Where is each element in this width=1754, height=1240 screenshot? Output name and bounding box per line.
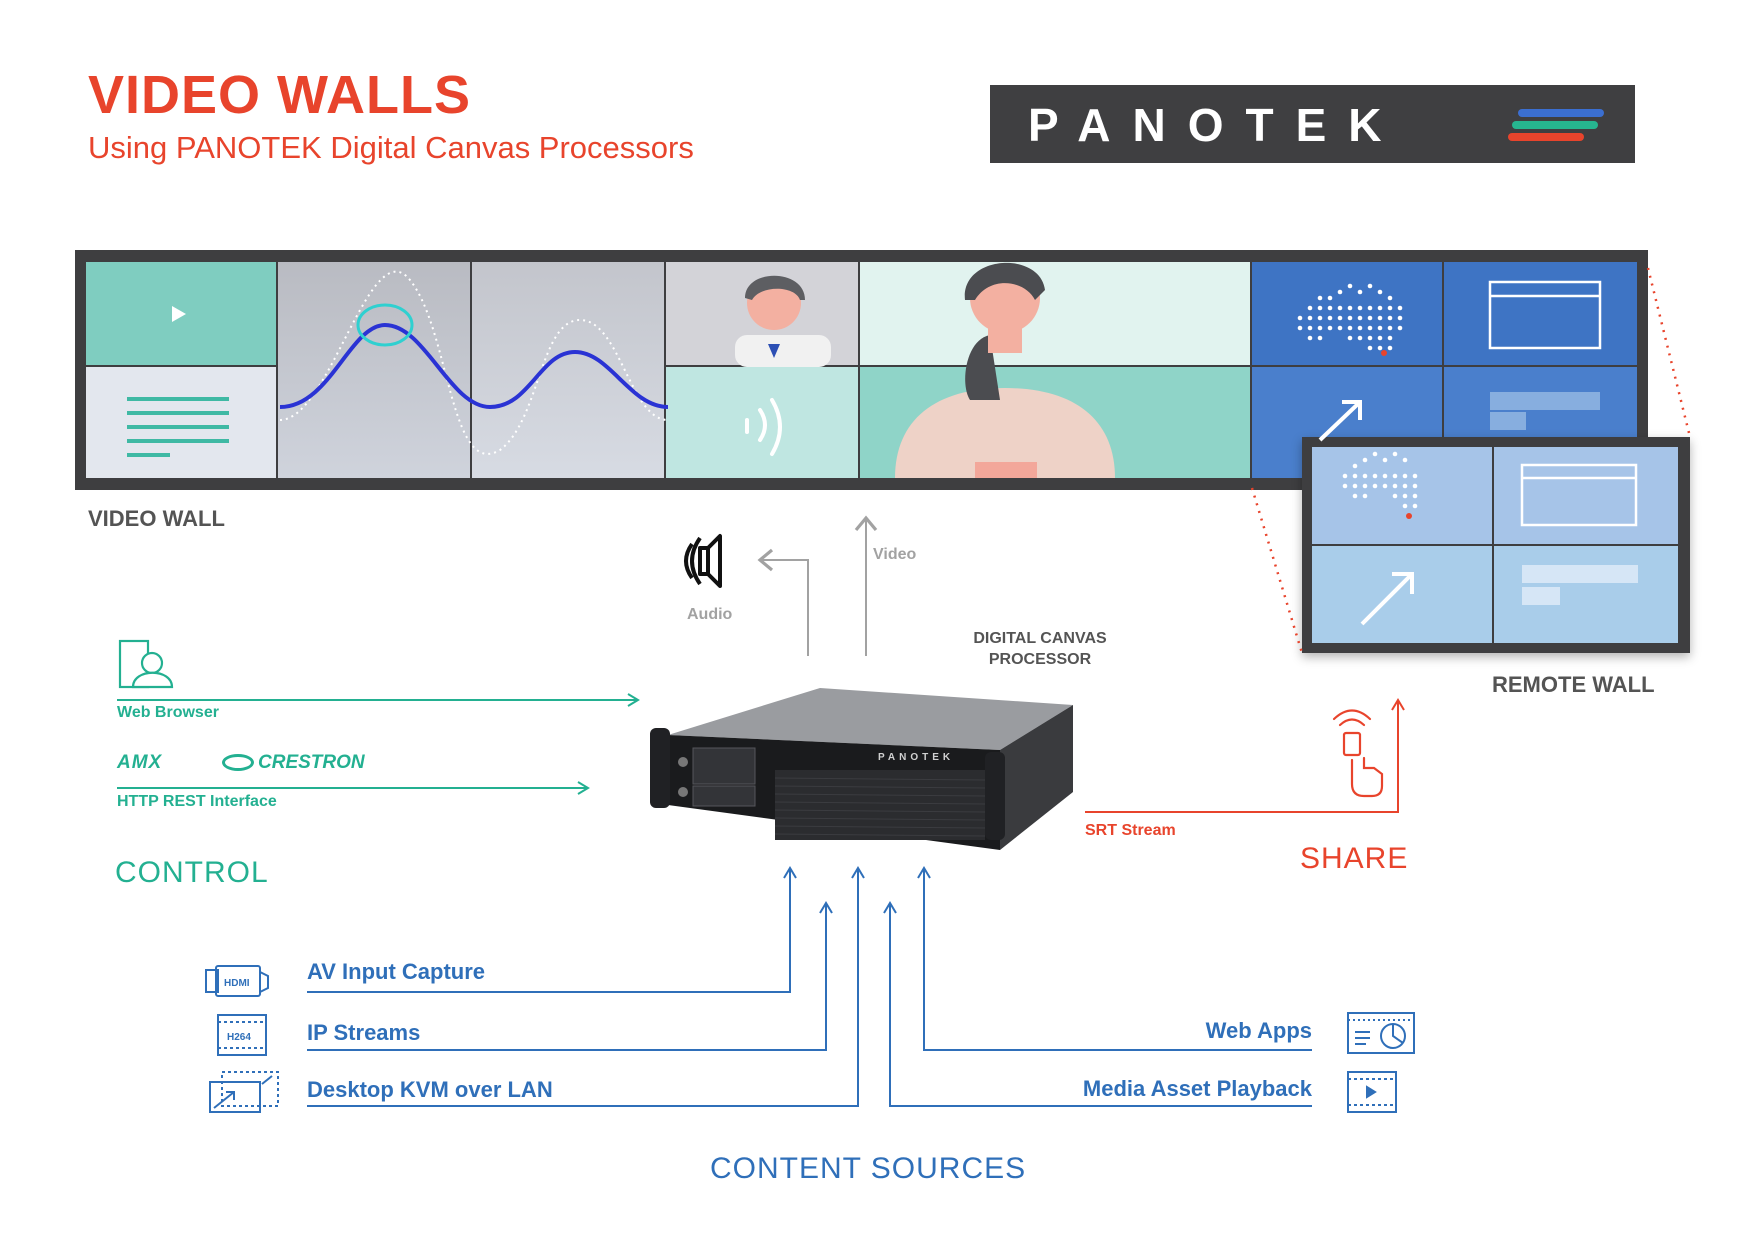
ip-streams-label: IP Streams xyxy=(307,1020,421,1045)
projection-lines xyxy=(1250,267,1692,654)
device-brand-label: PANOTEK xyxy=(878,752,954,763)
map-marker-icon xyxy=(1381,350,1387,356)
http-rest-label: HTTP REST Interface xyxy=(117,793,277,810)
bar-chart-icon xyxy=(1490,392,1600,410)
audio-output-arrow xyxy=(757,548,809,656)
video-label: Video xyxy=(873,546,917,563)
audio-waves-icon xyxy=(745,398,782,456)
hdmi-icon xyxy=(205,965,269,997)
media-film-icon xyxy=(1347,1071,1397,1113)
video-wall-label: VIDEO WALL xyxy=(88,506,225,531)
text-lines-icon xyxy=(127,397,229,457)
h264-icon-label: H264 xyxy=(227,1032,251,1043)
remote-window-frame-icon xyxy=(1520,463,1638,527)
wall-tile-wave-2 xyxy=(472,262,664,478)
processor-label-line1: DIGITAL CANVAS xyxy=(973,630,1107,647)
share-heading: SHARE xyxy=(1300,842,1409,875)
amx-logo: AMX xyxy=(117,752,163,773)
wall-tile-wave-1 xyxy=(278,262,470,478)
web-app-chart-icon xyxy=(1347,1012,1415,1054)
digital-canvas-processor-device xyxy=(650,688,1073,850)
web-browser-icon xyxy=(118,639,174,689)
wall-tile-text xyxy=(86,367,276,478)
man-avatar-icon xyxy=(735,275,831,367)
content-source-arrows xyxy=(307,866,1312,1107)
logo-text: PANOTEK xyxy=(1028,99,1404,151)
hdmi-icon-label: HDMI xyxy=(224,978,250,989)
remote-diagonal-arrow-icon xyxy=(1360,572,1414,626)
web-apps-label: Web Apps xyxy=(1205,1018,1312,1043)
content-sources-heading: CONTENT SOURCES xyxy=(710,1152,1027,1185)
remote-map-marker-icon xyxy=(1406,513,1412,519)
web-browser-arrow xyxy=(117,693,640,707)
processor-label-line2: PROCESSOR xyxy=(988,651,1092,668)
page-title: VIDEO WALLS xyxy=(88,65,472,125)
audio-label: Audio xyxy=(687,606,733,623)
highlight-ring-icon xyxy=(356,303,414,347)
play-icon xyxy=(172,306,186,322)
web-browser-label: Web Browser xyxy=(117,704,219,721)
logo-stripe-red-icon xyxy=(1508,133,1584,141)
srt-stream-label: SRT Stream xyxy=(1085,822,1176,839)
page-subtitle: Using PANOTEK Digital Canvas Processors xyxy=(88,130,694,165)
remote-tile-window xyxy=(1494,447,1678,544)
av-input-capture-label: AV Input Capture xyxy=(307,959,486,984)
signal-wave xyxy=(279,322,669,410)
remote-australia-dots-icon xyxy=(1342,451,1418,509)
touch-share-icon xyxy=(1332,709,1384,798)
srt-stream-arrow xyxy=(1085,698,1405,813)
crestron-swirl-icon xyxy=(222,754,254,771)
kvm-screen-icon xyxy=(209,1071,279,1113)
desktop-kvm-label: Desktop KVM over LAN xyxy=(307,1077,553,1102)
australia-dots-icon xyxy=(1297,283,1403,351)
logo-stripe-teal-icon xyxy=(1512,121,1598,129)
wall-tile-woman xyxy=(860,262,1250,365)
processor-label: DIGITAL CANVAS PROCESSOR xyxy=(940,628,1140,670)
dotted-wave xyxy=(279,270,669,455)
logo-stripe-blue-icon xyxy=(1518,109,1604,117)
remote-bar-chart-icon xyxy=(1522,565,1638,583)
diagonal-arrow-icon xyxy=(1318,400,1362,442)
remote-tile-arrow xyxy=(1312,546,1492,643)
woman-avatar-icon xyxy=(895,262,1115,478)
wall-tile-map xyxy=(1252,262,1442,365)
wall-tile-audio xyxy=(666,367,858,478)
crestron-logo: CRESTRON xyxy=(258,752,365,773)
remote-wall xyxy=(1302,437,1690,653)
window-frame-icon xyxy=(1488,280,1602,350)
remote-tile-map xyxy=(1312,447,1492,544)
h264-film-icon xyxy=(217,1014,267,1056)
media-asset-playback-label: Media Asset Playback xyxy=(1082,1076,1312,1101)
remote-wall-label: REMOTE WALL xyxy=(1492,672,1655,697)
http-rest-arrow xyxy=(117,781,590,795)
speaker-icon xyxy=(684,534,722,588)
control-heading: CONTROL xyxy=(115,856,269,889)
